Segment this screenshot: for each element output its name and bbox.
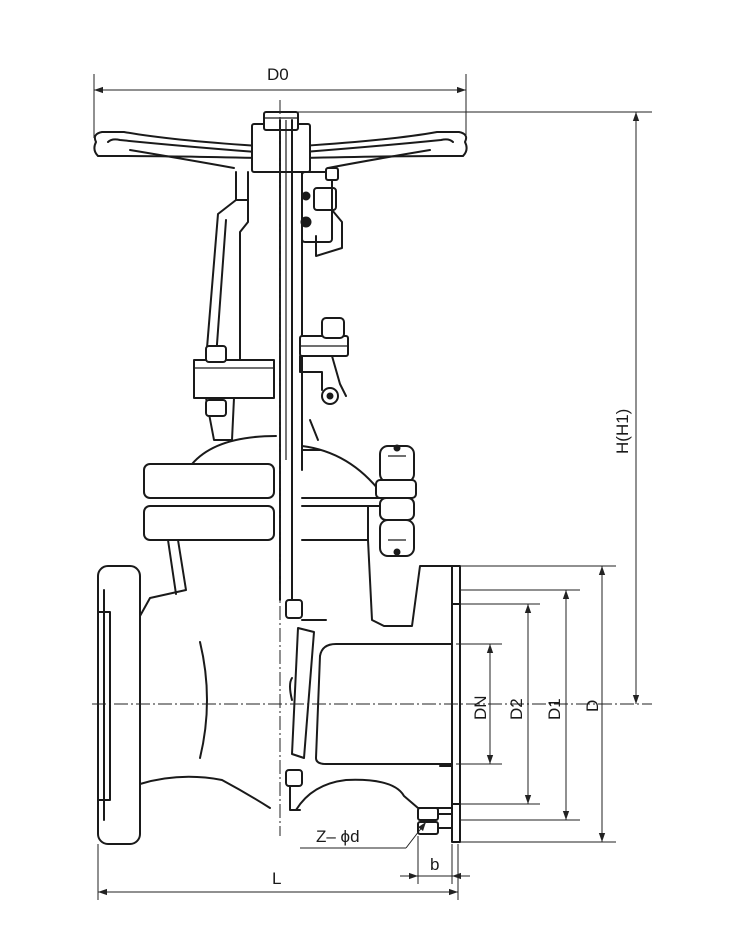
dimension-dn: DN [456,643,502,765]
stem [279,119,303,601]
label-b: b [430,855,439,874]
left-flange [97,565,141,845]
label-d: D [583,700,602,712]
bonnet [143,435,417,557]
label-d0: D0 [267,65,289,84]
dimension-d0: D0 [93,65,467,138]
dimension-b: b [400,836,470,884]
label-l: L [272,869,281,888]
label-h: H(H1) [613,409,632,454]
yoke [193,171,275,441]
dimension-l: L [97,844,459,900]
centerlines [92,100,652,836]
dimension-z-phi-d: Z– ϕd [300,821,427,849]
label-d1: D1 [545,698,564,720]
label-d2: D2 [507,698,526,720]
label-dn: DN [471,695,490,720]
dimension-d1: D1 [460,589,580,821]
dimension-d2: D2 [460,603,540,805]
label-z-phi-d: Z– ϕd [316,827,360,846]
dimension-d: D [460,565,616,843]
indicator-lever [299,317,349,451]
stem-lock [300,167,343,257]
valve-body [139,539,457,811]
dimension-h: H(H1) [296,111,652,704]
